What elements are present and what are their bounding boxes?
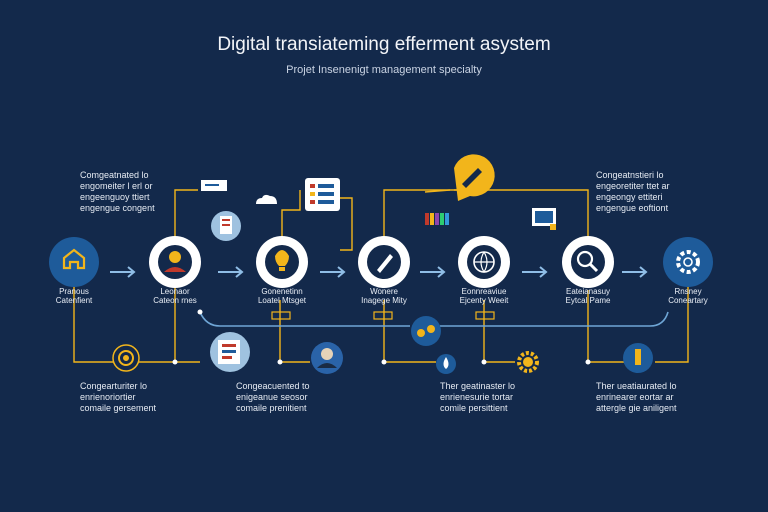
marker-icon [454,154,495,201]
step-label-4: Wonere Inagege Mity [361,287,407,305]
step-node-7 [663,237,713,287]
step-label-2: Leonaor Cateon rnes [153,287,197,305]
step-label-6: Eateianasuy Eytcal Pame [565,287,611,305]
note-bottom-2: Congeacuented to enigeanue seosor comail… [236,381,310,413]
report-icon [210,332,250,372]
target-icon [112,344,140,372]
step-label-1: Pranous Catenfient [55,287,93,305]
person-icon [169,251,181,263]
step-node-2 [149,236,201,288]
chat-icon [201,180,227,191]
checklist-icon [305,178,340,211]
step-node-1 [49,237,99,287]
page-subtitle: Projet Insenenigt management specialty [286,64,482,76]
lightbulb-icon [275,250,289,266]
note-bottom-3: Ther geatinaster lo enrienesurie tortar … [440,381,516,413]
gear-icon [676,250,700,274]
step-node-4 [358,236,410,288]
step-label-3: Gonenetinn Loatel Mtsget [257,287,307,305]
manager-avatar-icon [311,342,343,374]
badge-icon [517,351,539,373]
pen-icon [377,254,393,273]
step-arrows [110,266,648,278]
search-icon [576,250,594,268]
page-title: Digital transiateming efferment asystem [217,34,551,55]
torch-icon [623,343,653,373]
coins-icon [411,316,441,346]
junction-dots [172,309,591,365]
note-bottom-1: Congearturiter lo enrienoriortier comail… [80,381,157,413]
step-label-5: Eonnreaviue Ejcenty Weeit [459,287,509,305]
step-node-5 [458,236,510,288]
note-top-left: Comgeatnated lo engomeiter l erl or enge… [80,170,155,213]
color-swatches-icon [425,213,449,225]
step-node-6 [562,236,614,288]
return-flow-line [199,311,669,327]
note-bottom-4: Ther ueatiaurated lo enrinearer eortar a… [596,381,677,413]
cloud-icon [256,194,277,204]
step-label-7: Rnsney Coneartary [668,287,708,305]
monitor-icon [532,208,556,230]
baseline-markers [271,311,495,320]
home-icon [62,248,86,270]
drop-icon [436,354,456,374]
note-top-right: Congeatnstieri lo engeoretiter ttet ar e… [596,170,670,213]
step-node-3 [256,236,308,288]
document-icon [211,211,241,241]
